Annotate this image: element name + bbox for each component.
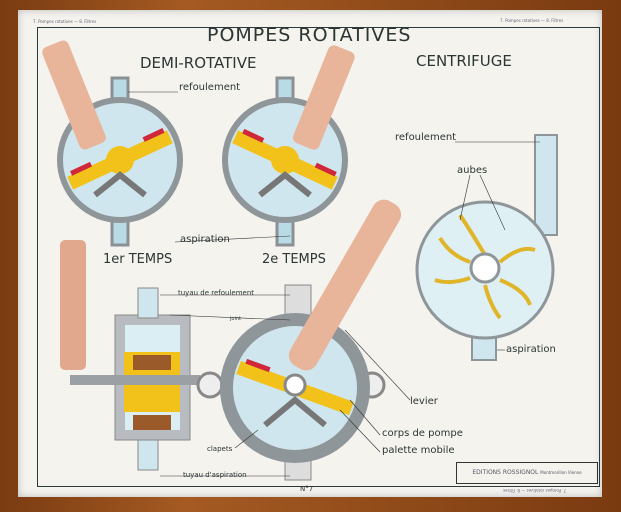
- label-aspiration: aspiration: [180, 234, 230, 245]
- label-refoulement: refoulement: [179, 82, 241, 93]
- label-aspiration-centrifuge: aspiration: [506, 344, 556, 355]
- pump-first-step: [42, 40, 183, 247]
- publisher-city: Montmorillon Vienne: [540, 470, 582, 475]
- series-caption-bottom: 7. Pompes rotatives — 8. Filtres: [503, 488, 567, 493]
- label-palette-mobile: palette mobile: [382, 445, 455, 456]
- plate-number: N°7: [300, 485, 314, 493]
- pump-cross-section: [60, 240, 200, 471]
- label-joint: joint: [230, 316, 241, 322]
- section-centrifuge: CENTRIFUGE: [416, 52, 512, 70]
- label-tuyau-refoulement: tuyau de refoulement: [178, 289, 255, 297]
- centrifugal-pump: [415, 134, 558, 361]
- label-tuyau-aspiration: tuyau d'aspiration: [183, 471, 247, 479]
- label-clapets: clapets: [207, 445, 233, 453]
- step-first: 1er TEMPS: [103, 252, 173, 267]
- step-second: 2e TEMPS: [262, 252, 326, 267]
- pump-assembled: [196, 199, 402, 481]
- label-corps-de-pompe: corps de pompe: [382, 428, 463, 439]
- poster-title: POMPES ROTATIVES: [207, 24, 412, 46]
- leader-lines: [128, 91, 540, 477]
- publisher-name: EDITIONS ROSSIGNOL: [472, 469, 539, 476]
- label-aubes: aubes: [457, 165, 488, 176]
- section-demi-rotative: DEMI-ROTATIVE: [140, 54, 257, 72]
- poster-border: [37, 27, 600, 487]
- publisher-box: EDITIONS ROSSIGNOL Montmorillon Vienne: [456, 462, 598, 484]
- series-caption-top-left: 7. Pompes rotatives — 8. Filtres: [33, 19, 97, 24]
- series-caption-top-right: 7. Pompes rotatives — 8. Filtres: [500, 18, 564, 23]
- pump-second-step: [222, 45, 355, 247]
- label-refoulement-centrifuge: refoulement: [395, 132, 457, 143]
- label-levier: levier: [410, 396, 438, 407]
